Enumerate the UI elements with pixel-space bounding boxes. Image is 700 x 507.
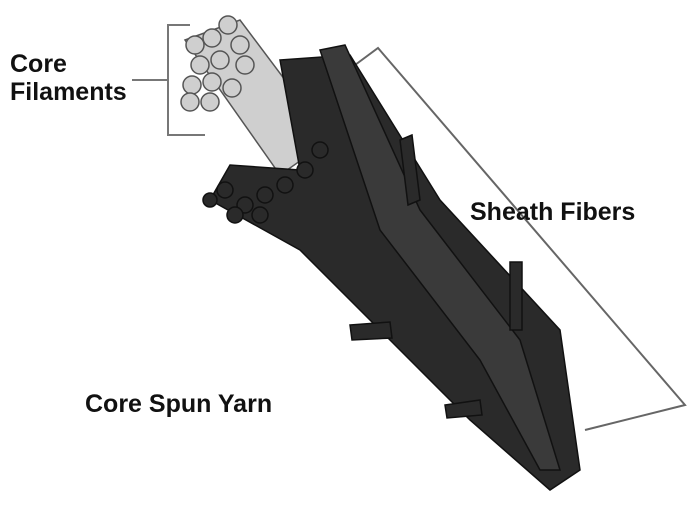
yarn-name-label: Core Spun Yarn	[85, 390, 273, 418]
sheath-fibers	[202, 44, 581, 491]
core-bracket	[132, 24, 205, 136]
core-filaments-label-line2: Filaments	[10, 78, 127, 106]
sheath-bracket	[354, 46, 687, 431]
core-filaments-label: Core Filaments	[10, 50, 127, 106]
core-filaments-label-line1: Core	[10, 50, 67, 78]
sheath-fibers-label: Sheath Fibers	[470, 198, 636, 226]
